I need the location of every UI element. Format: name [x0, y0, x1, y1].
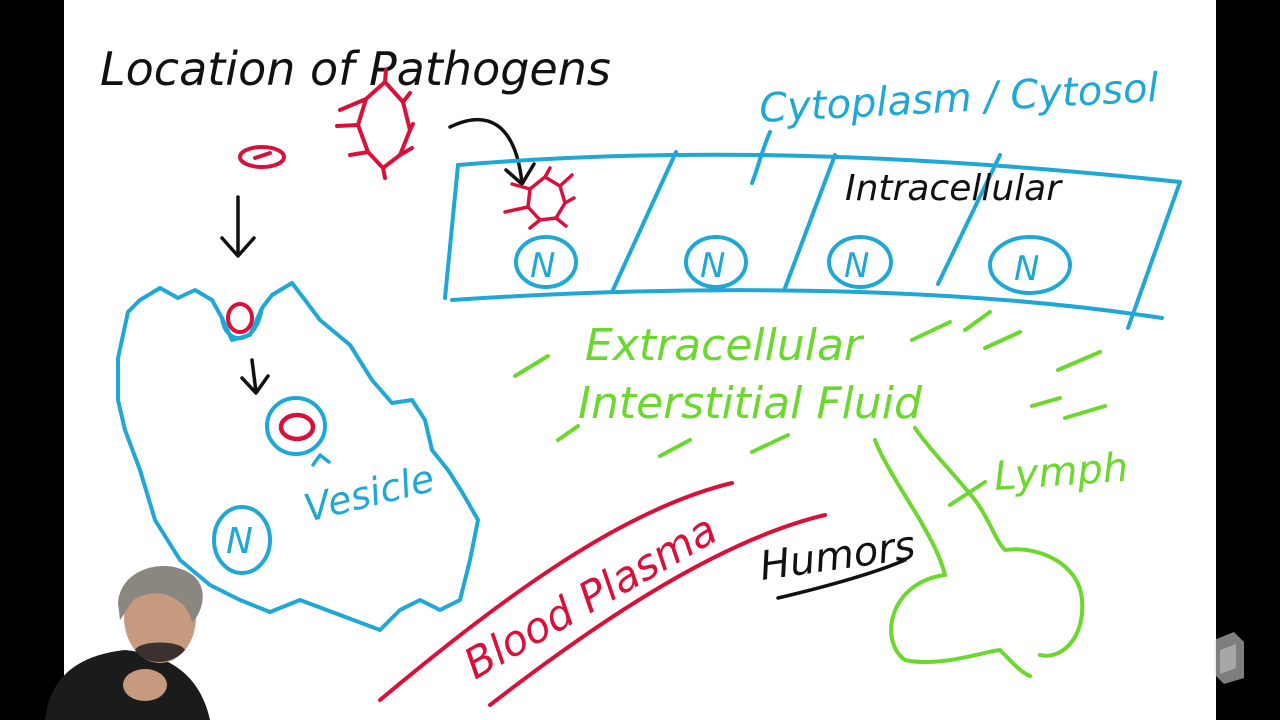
nucleus-label: N — [1014, 249, 1039, 289]
arrow-down-icon — [220, 195, 256, 258]
vesicle-icon — [265, 396, 327, 456]
intracellular-virus-icon — [503, 166, 576, 230]
humors-underline — [776, 558, 907, 600]
nucleus-icon — [212, 505, 272, 575]
nucleus-icon — [514, 235, 578, 289]
nucleus-label: N — [226, 521, 253, 562]
virus-icon — [335, 68, 415, 180]
arrow-curved-icon — [448, 117, 536, 186]
nucleus-label: N — [700, 246, 725, 286]
vesicle-label: Vesicle — [300, 456, 439, 531]
cell-layer — [443, 130, 1182, 330]
cytoplasm-label: Cytoplasm / Cytosol — [758, 65, 1160, 132]
phagocyte-cell — [116, 281, 480, 632]
blood-vessel — [378, 481, 827, 707]
nucleus-label: N — [844, 246, 869, 286]
title: Location of Pathogens — [100, 42, 611, 96]
fluid-dashes — [513, 310, 1107, 458]
phagocyte-pocket — [220, 306, 264, 341]
engulfed-bacterium-icon — [226, 302, 254, 334]
arrow-up-icon — [311, 453, 331, 467]
extracellular-label: Extracellular — [585, 320, 865, 371]
cell-nuclei — [514, 235, 1072, 295]
nucleus-icon — [827, 235, 893, 289]
bacterium-icon — [238, 145, 286, 169]
arrow-internal-icon — [240, 358, 270, 395]
nucleus-label: N — [530, 246, 555, 286]
lymph-label: Lymph — [992, 445, 1129, 500]
intracellular-label: Intracellular — [845, 168, 1063, 209]
vesicle-bacterium-icon — [278, 412, 316, 442]
cell-nuclei-labels: N N N N — [530, 246, 1039, 289]
nucleus-icon — [988, 235, 1072, 295]
lymph-vessel — [873, 426, 1085, 678]
blood-plasma-label: Blood Plasma — [456, 505, 726, 689]
presenter-video — [45, 565, 210, 720]
lymph-dash — [948, 480, 987, 507]
nucleus-icon — [684, 235, 748, 289]
watermark-logo — [1214, 632, 1244, 684]
interstitial-label: Interstitial Fluid — [578, 378, 923, 429]
humors-label: Humors — [757, 523, 918, 590]
